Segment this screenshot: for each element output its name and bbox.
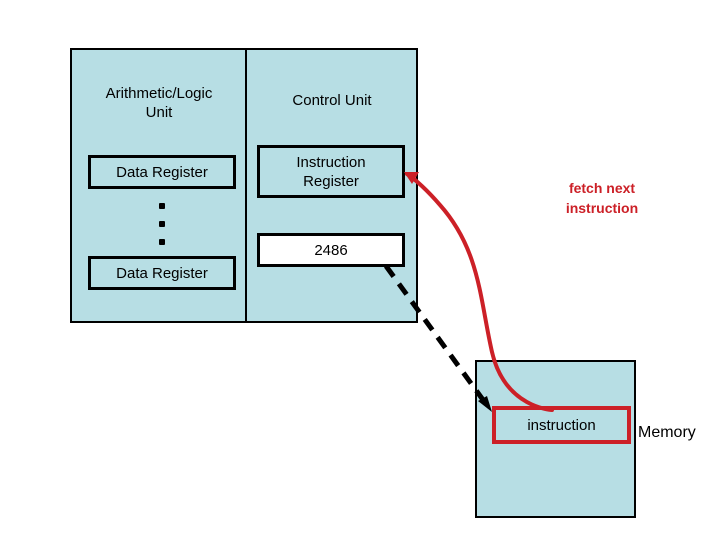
data-register-bottom: Data Register	[88, 256, 236, 290]
memory-label: Memory	[638, 424, 696, 441]
cpu-divider	[245, 48, 247, 323]
control-unit-title: Control Unit	[292, 92, 372, 109]
ellipsis-dot-1	[159, 203, 165, 209]
instruction-register: Instruction Register	[257, 145, 405, 198]
data-register-top: Data Register	[88, 155, 236, 189]
fetch-next-instruction-annotation: fetch next instruction	[565, 180, 639, 216]
ellipsis-dot-3	[159, 239, 165, 245]
memory-instruction-slot: instruction	[492, 406, 631, 444]
ellipsis-dot-2	[159, 221, 165, 227]
alu-title: Arithmetic/Logic Unit	[105, 85, 213, 121]
instruction-address-value-box: 2486	[257, 233, 405, 267]
